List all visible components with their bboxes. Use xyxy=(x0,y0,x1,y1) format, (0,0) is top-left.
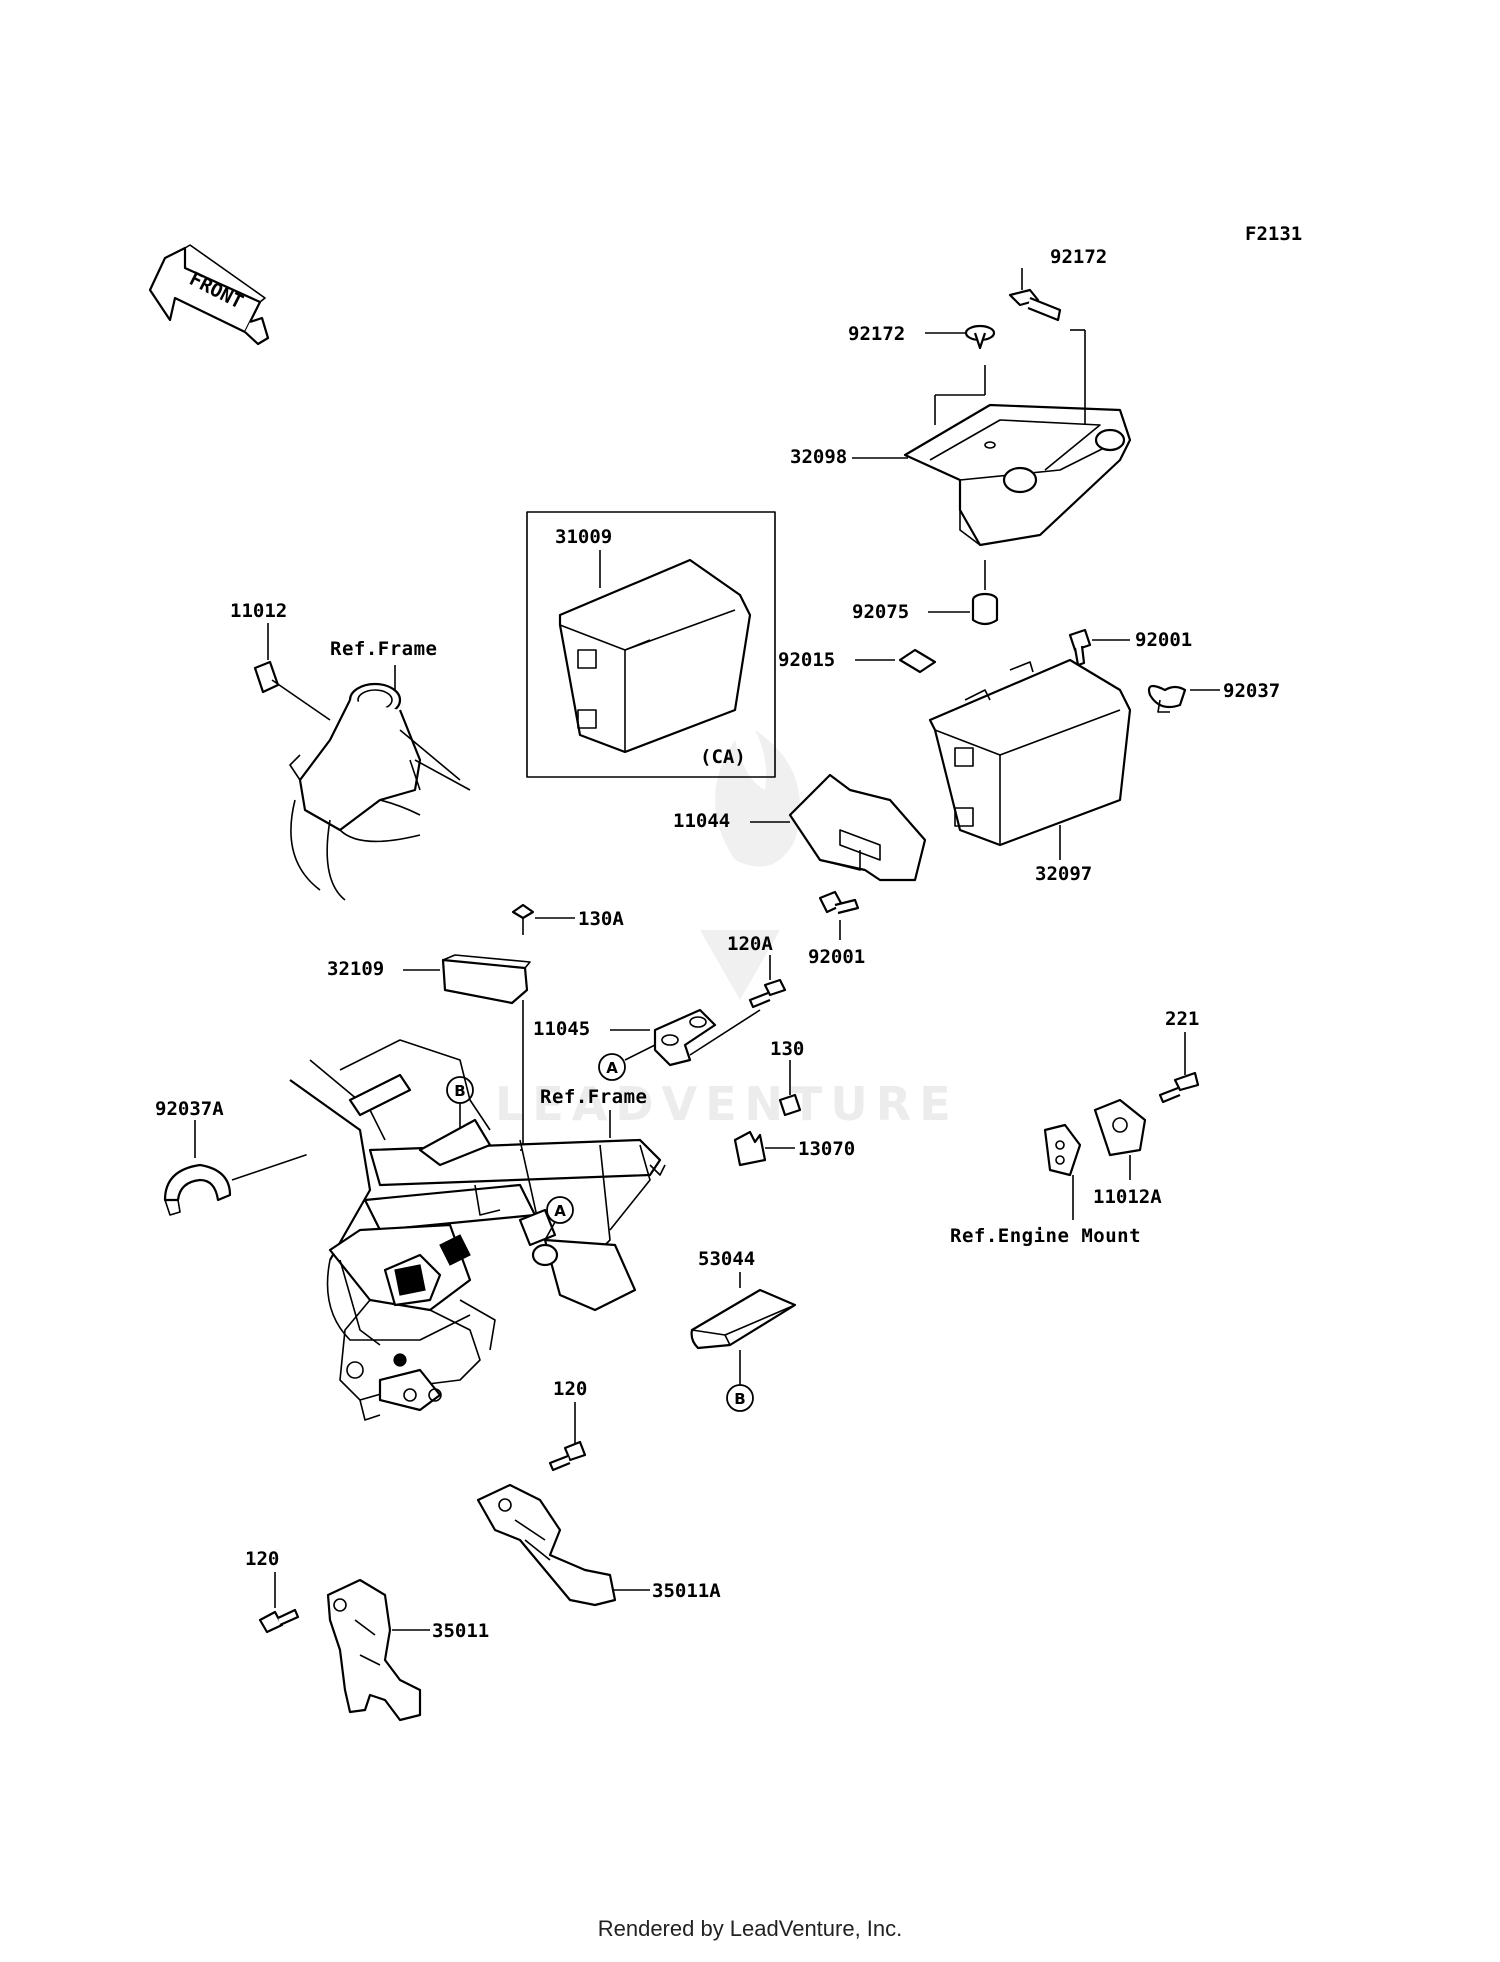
part-130-13070: 130 13070 xyxy=(733,1038,855,1167)
part-92015-label: 92015 xyxy=(778,649,835,671)
part-92015: 92015 xyxy=(778,648,937,674)
part-11044-label: 11044 xyxy=(673,810,730,832)
part-92172-label-left: 92172 xyxy=(848,323,905,345)
front-arrow-icon: FRONT xyxy=(148,244,270,346)
inset-tag: (CA) xyxy=(700,746,746,768)
ref-frame-mid-label: Ref.Frame xyxy=(540,1086,647,1108)
part-130-label: 130 xyxy=(770,1038,804,1060)
part-35011-label: 35011 xyxy=(432,1620,489,1642)
part-92001-lower: 92001 xyxy=(808,890,865,968)
part-92075: 92075 xyxy=(852,560,999,626)
part-120-lower: 120 xyxy=(245,1548,300,1634)
watermark-text: LEADVENTURE xyxy=(495,1077,959,1131)
part-11012: 11012 xyxy=(230,600,331,721)
part-11012a-engine-mount: 11012A Ref.Engine Mount xyxy=(950,1098,1162,1247)
part-120a-label: 120A xyxy=(727,933,773,955)
part-92075-label: 92075 xyxy=(852,601,909,623)
ref-engine-mount-label: Ref.Engine Mount xyxy=(950,1225,1141,1247)
callout-b-frame: B xyxy=(454,1082,465,1100)
watermark: LEADVENTURE xyxy=(495,730,959,1131)
footer-rendered-by: Rendered by LeadVenture, Inc. xyxy=(597,1916,903,1941)
part-92001-top: 92001 xyxy=(1068,628,1192,667)
part-130a-32109: 130A 32109 xyxy=(327,903,624,1150)
part-32098-label: 32098 xyxy=(790,446,847,468)
part-32097-label: 32097 xyxy=(1035,863,1092,885)
part-35011: 35011 xyxy=(326,1578,489,1722)
diagram-code: F2131 xyxy=(1245,223,1302,245)
part-130a-label: 130A xyxy=(578,908,624,930)
part-53044: 53044 B xyxy=(690,1248,797,1412)
part-120-label-lower: 120 xyxy=(245,1548,279,1570)
part-120-label-upper: 120 xyxy=(553,1378,587,1400)
part-120a-11045: 120A 11045 A xyxy=(533,933,787,1081)
part-35011a: 35011A xyxy=(476,1483,721,1607)
part-92037-label: 92037 xyxy=(1223,680,1280,702)
part-11012-label: 11012 xyxy=(230,600,287,622)
callout-a-upper: A xyxy=(606,1059,618,1077)
inset-box-ca: 31009 (CA) xyxy=(526,511,776,778)
part-221: 221 xyxy=(1158,1008,1199,1104)
ref-frame-top-label: Ref.Frame xyxy=(330,638,437,660)
part-92001-label-top: 92001 xyxy=(1135,629,1192,651)
part-120-upper: 120 xyxy=(548,1378,587,1472)
part-13070-label: 13070 xyxy=(798,1138,855,1160)
part-92001-label-lower: 92001 xyxy=(808,946,865,968)
frame-head-section: Ref.Frame xyxy=(289,638,471,901)
part-92037a-label: 92037A xyxy=(155,1098,224,1120)
callout-b-part: B xyxy=(734,1390,745,1408)
part-32109-label: 32109 xyxy=(327,958,384,980)
part-221-label: 221 xyxy=(1165,1008,1199,1030)
part-53044-label: 53044 xyxy=(698,1248,755,1270)
part-32098-battery-cover: 32098 xyxy=(790,329,1132,547)
callout-a-frame: A xyxy=(554,1202,566,1220)
part-35011a-label: 35011A xyxy=(652,1580,721,1602)
part-92172-bolts: 92172 92172 xyxy=(848,246,1107,350)
part-11012a-label: 11012A xyxy=(1093,1186,1162,1208)
part-11045-label: 11045 xyxy=(533,1018,590,1040)
part-32097-battery-case: 32097 xyxy=(928,658,1132,885)
part-92172-label-top: 92172 xyxy=(1050,246,1107,268)
part-11044-bracket: 11044 xyxy=(673,773,927,882)
part-31009-label: 31009 xyxy=(555,526,612,548)
part-92037-clamp: 92037 xyxy=(1147,680,1280,713)
main-frame: B A xyxy=(289,1039,666,1421)
